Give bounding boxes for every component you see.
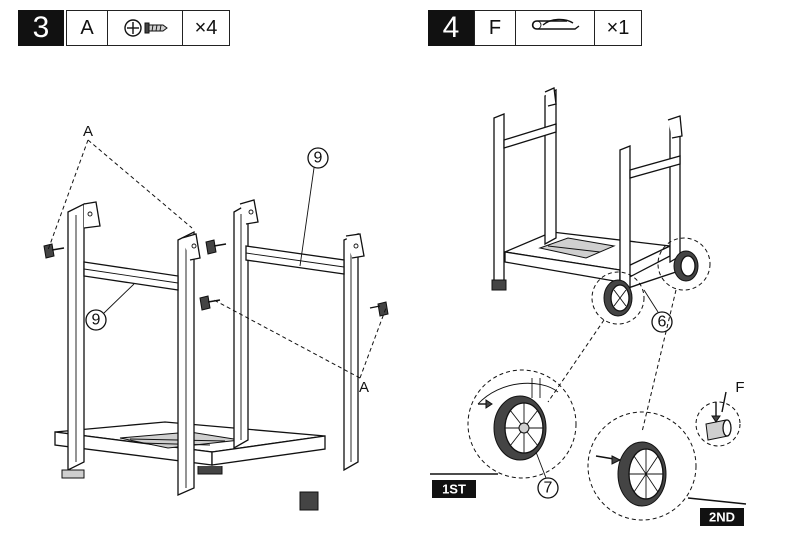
label-a-top: A (83, 123, 93, 140)
screw-icon (205, 239, 227, 255)
step-4-number: 4 (428, 10, 474, 46)
screw-icon (108, 11, 183, 45)
screw-icon (199, 295, 221, 311)
step-3-quantity: ×4 (194, 16, 218, 39)
step-3-number: 3 (18, 10, 64, 46)
tag-first: 1ST (442, 482, 466, 497)
step-3-part-letter: A (67, 11, 108, 45)
hitch-pin-clip-icon (705, 391, 732, 441)
step-4-cart-drawing (430, 87, 747, 526)
callout-part-9-top: 9 (314, 150, 323, 167)
wheel-icon (673, 250, 699, 282)
hitch-pin-clip-icon (516, 11, 595, 45)
label-f: F (735, 379, 744, 396)
step-3-frame-drawing (43, 139, 389, 511)
wheel-icon (617, 441, 667, 507)
screw-icon (43, 243, 65, 259)
wheel-icon (603, 279, 633, 317)
screw-icon (369, 301, 389, 317)
wheel-icon (493, 395, 547, 461)
callout-part-7: 7 (544, 480, 553, 497)
step-4-quantity: ×1 (606, 16, 630, 39)
step-3-parts-row: A ×4 (66, 10, 230, 46)
callout-part-6: 6 (658, 314, 667, 331)
label-a-bottom: A (359, 379, 369, 396)
step-4-part-letter: F (475, 11, 516, 45)
step-4-parts-row: F ×1 (474, 10, 642, 46)
callout-part-9-left: 9 (92, 312, 101, 329)
tag-second: 2ND (709, 510, 735, 525)
